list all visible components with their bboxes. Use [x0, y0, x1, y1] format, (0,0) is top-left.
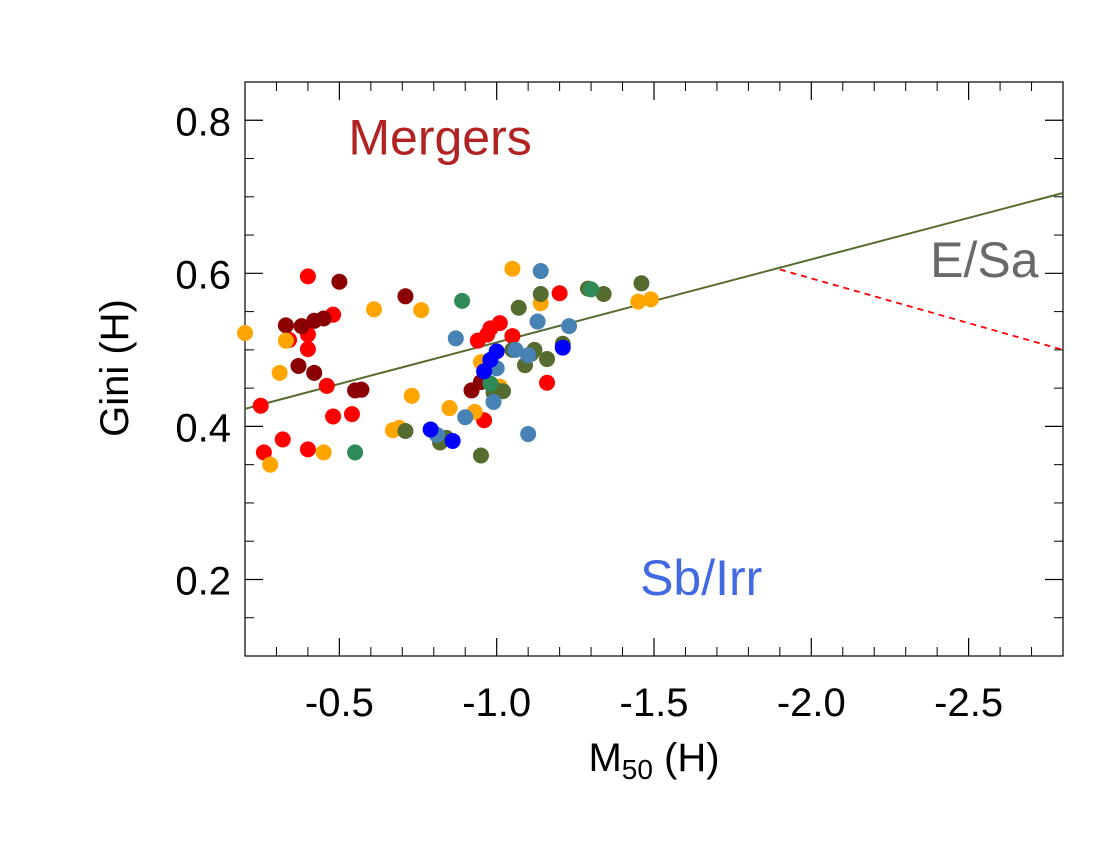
- data-point-orange: [403, 387, 420, 404]
- data-point-steelblue: [485, 393, 502, 410]
- data-point-steelblue: [520, 347, 537, 364]
- y-axis-label: Gini (H): [93, 299, 137, 437]
- data-point-olive: [595, 285, 612, 302]
- data-point-red: [318, 377, 335, 394]
- x-tick-label: -2.0: [777, 681, 846, 725]
- data-point-orange: [504, 260, 521, 277]
- data-point-blue: [422, 421, 439, 438]
- y-tick-label: 0.2: [175, 559, 231, 603]
- data-point-orange: [237, 325, 253, 342]
- data-point-red: [551, 285, 568, 302]
- x-axis-label: M50 (H): [588, 736, 719, 785]
- data-point-red: [299, 441, 316, 458]
- data-point-darkred: [277, 317, 294, 334]
- x-tick-label: -1.0: [462, 681, 531, 725]
- y-tick-label: 0.4: [175, 406, 231, 450]
- data-point-blue: [444, 432, 461, 449]
- data-point-olive: [397, 422, 414, 439]
- x-tick-label: -1.5: [620, 681, 689, 725]
- esa-sbirr-line: [779, 268, 1064, 351]
- data-point-orange: [441, 400, 458, 417]
- data-point-darkred: [293, 318, 310, 335]
- data-point-steelblue: [457, 409, 474, 426]
- x-tick-label: -0.5: [305, 681, 374, 725]
- data-point-olive: [494, 383, 511, 400]
- data-point-orange: [630, 293, 647, 310]
- data-point-orange: [365, 301, 382, 318]
- data-point-darkred: [397, 288, 414, 305]
- data-point-darkred: [353, 381, 370, 398]
- data-point-seagreen: [454, 292, 471, 309]
- data-point-red: [491, 315, 508, 332]
- data-point-steelblue: [529, 313, 546, 330]
- data-point-red: [252, 397, 269, 414]
- data-point-red: [325, 408, 342, 425]
- data-point-steelblue: [507, 341, 524, 358]
- data-point-red: [299, 341, 316, 358]
- data-point-steelblue: [532, 263, 549, 280]
- data-point-darkred: [331, 273, 348, 290]
- data-point-seagreen: [347, 444, 364, 461]
- data-point-orange: [271, 364, 288, 381]
- x-axis-label-main: M: [588, 736, 621, 780]
- data-point-olive: [633, 275, 650, 292]
- data-point-seagreen: [583, 281, 600, 298]
- x-tick-label: -2.5: [934, 681, 1003, 725]
- data-points: [237, 260, 659, 473]
- data-point-red: [539, 374, 556, 391]
- data-point-steelblue: [520, 426, 537, 443]
- data-point-steelblue: [447, 330, 464, 347]
- data-point-orange: [413, 302, 430, 319]
- data-point-olive: [510, 299, 527, 316]
- data-point-seagreen: [482, 375, 499, 392]
- data-point-orange: [277, 332, 294, 349]
- y-tick-label: 0.6: [175, 253, 231, 297]
- region-label: Sb/Irr: [640, 550, 762, 606]
- y-tick-label: 0.8: [175, 100, 231, 144]
- data-point-darkred: [290, 357, 307, 374]
- data-point-blue: [554, 339, 571, 356]
- data-point-darkred: [306, 364, 323, 381]
- data-point-olive: [472, 447, 489, 464]
- data-point-red: [504, 328, 521, 345]
- data-point-orange: [262, 456, 279, 473]
- data-point-red: [255, 444, 272, 461]
- data-point-steelblue: [561, 318, 578, 335]
- data-point-red: [299, 268, 316, 285]
- data-point-olive: [539, 351, 556, 368]
- region-label: Mergers: [348, 110, 531, 166]
- axis-ticks: [244, 82, 1064, 656]
- data-point-darkred: [315, 310, 332, 327]
- data-point-olive: [532, 285, 549, 302]
- tick-labels: -0.5 -1.0 -1.5 -2.0 -2.5 0.2 0.4 0.6 0.8: [175, 100, 1003, 725]
- data-point-orange: [315, 444, 332, 461]
- data-point-blue: [488, 343, 505, 360]
- data-point-orange: [642, 291, 659, 308]
- x-axis-label-suffix: (H): [653, 736, 720, 780]
- data-point-red: [343, 406, 360, 423]
- data-point-red: [274, 431, 291, 448]
- x-axis-label-subscript: 50: [622, 754, 653, 785]
- region-label: E/Sa: [930, 232, 1039, 288]
